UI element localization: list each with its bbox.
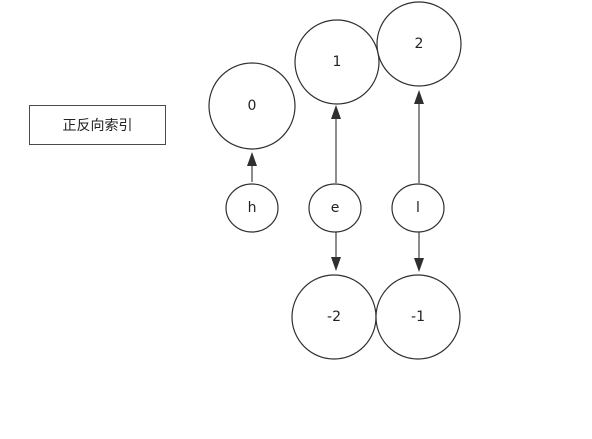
edge-l-to-neg1 <box>414 232 424 272</box>
index-label-box: 正反向索引 <box>29 105 166 145</box>
node-pos-0-label: 0 <box>248 98 257 114</box>
node-neg-1: -1 <box>375 274 461 360</box>
node-char-h: h <box>225 183 279 233</box>
node-pos-1-label: 1 <box>333 54 342 70</box>
node-pos-1: 1 <box>294 19 380 105</box>
node-pos-2: 2 <box>376 1 462 87</box>
node-char-e: e <box>308 183 362 233</box>
node-char-h-label: h <box>248 200 257 216</box>
edge-e-to-neg2 <box>331 232 341 271</box>
edge-l-to-2 <box>414 90 424 183</box>
node-char-e-label: e <box>331 200 340 216</box>
edge-e-to-1 <box>331 105 341 183</box>
node-pos-0: 0 <box>208 62 296 150</box>
node-char-l: l <box>391 183 445 233</box>
node-neg-1-label: -1 <box>411 309 425 325</box>
node-neg-2: -2 <box>291 274 377 360</box>
node-neg-2-label: -2 <box>327 309 341 325</box>
node-pos-2-label: 2 <box>415 36 424 52</box>
edge-h-to-0 <box>247 152 257 182</box>
index-label-text: 正反向索引 <box>62 118 133 134</box>
node-char-l-label: l <box>416 200 420 216</box>
